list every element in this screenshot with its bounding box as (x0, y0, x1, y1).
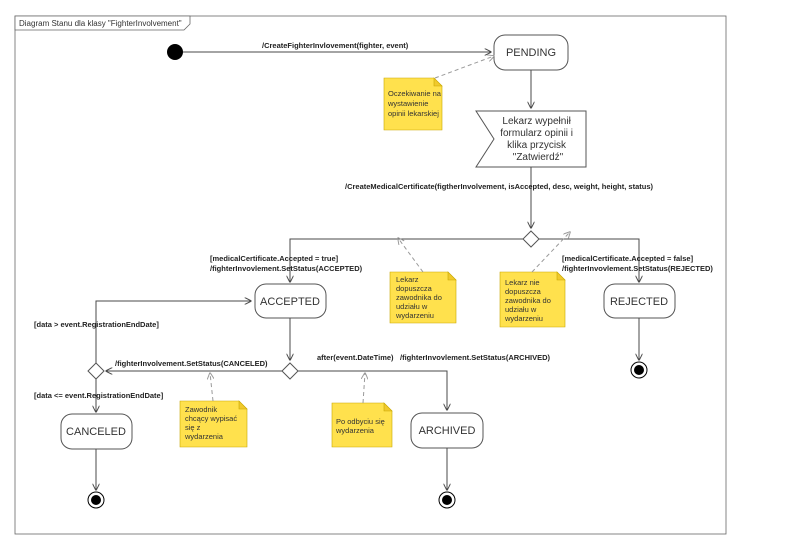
label-date-before: [data <= event.RegistrationEndDate] (34, 391, 164, 400)
decision-after-accepted (281, 362, 299, 380)
note-doctor-denies-text: Lekarz nie dopuszcza zawodnika do udział… (504, 278, 553, 323)
transition-back-accepted (95, 301, 251, 363)
decision-medical (522, 230, 540, 248)
label-canceled-action: /fighterInvolvement.SetStatus(CANCELED) (115, 359, 268, 368)
note-fighter-cancel-text: Zawodnik chcący wypisać się z wydarzenia (184, 405, 239, 441)
note-doctor-allows-text: Lekarz dopuszcza zawodnika do udziału w … (395, 275, 444, 320)
state-canceled-label: CANCELED (66, 426, 126, 438)
note-waiting-link (434, 56, 494, 79)
frame-title: Diagram Stanu dla klasy "FighterInvolvem… (19, 19, 182, 28)
transition-rejected (539, 238, 639, 282)
label-date-after: [data > event.RegistrationEndDate] (34, 320, 159, 329)
note-doctor-allows (389, 271, 457, 324)
transition-accepted (290, 238, 523, 282)
signal-text: Lekarz wypełnił formularz opinii i klika… (500, 116, 576, 163)
note-doctor-denies (499, 271, 566, 328)
state-rejected-label: REJECTED (610, 296, 668, 308)
label-rejected-guard: [medicalCertificate.Accepted = false] (562, 254, 694, 263)
diagram-frame (14, 15, 727, 535)
label-archived-action: /fighterInvovlement.SetStatus(ARCHIVED) (400, 353, 551, 362)
note-fighter-cancel (179, 400, 248, 448)
note-after-event-link (363, 373, 365, 404)
label-medical: /CreateMedicalCertificate(figtherInvolve… (345, 182, 653, 191)
frame-title-tab (14, 15, 191, 31)
initial-state (167, 44, 183, 60)
note-waiting-text: Oczekiwanie na wystawienie opinii lekars… (387, 89, 443, 118)
note-doctor-denies-link (531, 232, 570, 273)
state-archived-label: ARCHIVED (419, 425, 476, 437)
label-accepted-guard: [medicalCertificate.Accepted = true] (210, 254, 339, 263)
label-accepted-action: /fighterInvovlement.SetStatus(ACCEPTED) (210, 264, 363, 273)
label-rejected-action: /fighterInvovlement.SetStatus(REJECTED) (562, 264, 713, 273)
note-after-event-text: Po odbyciu się wydarzenia (335, 417, 387, 435)
note-fighter-cancel-link (210, 373, 213, 402)
note-doctor-allows-link (398, 238, 424, 273)
label-archived-trigger: after(event.DateTime) (317, 353, 394, 362)
decision-registration-date (87, 362, 105, 380)
note-waiting (383, 77, 443, 131)
transition-archived (298, 370, 447, 410)
label-create: /CreateFighterInvlovement(fighter, event… (262, 41, 409, 50)
note-after-event (331, 402, 393, 448)
state-accepted-label: ACCEPTED (260, 296, 320, 308)
state-pending-label: PENDING (506, 47, 556, 59)
